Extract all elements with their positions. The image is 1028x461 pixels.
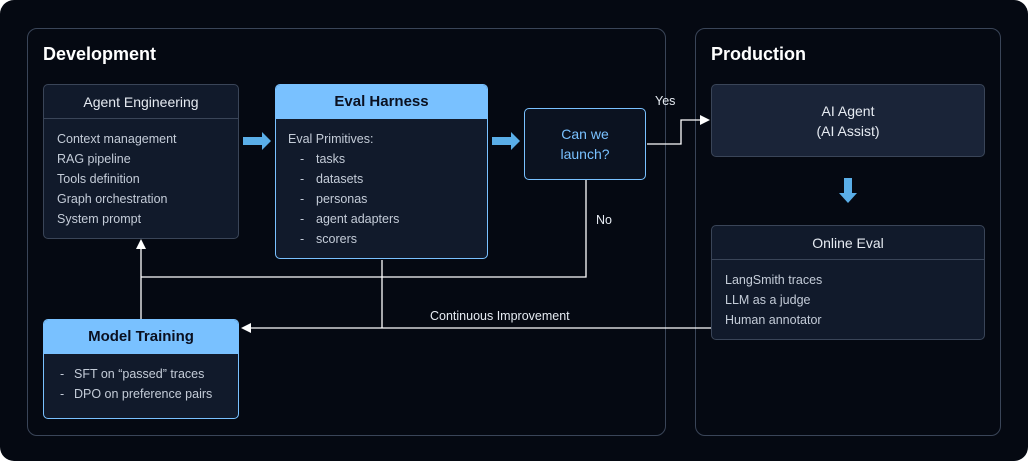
- list-item: Human annotator: [725, 313, 822, 327]
- list-marker: -: [60, 367, 65, 381]
- list-item: -SFT on “passed” traces: [58, 364, 226, 384]
- list-marker: -: [300, 192, 305, 206]
- list-marker: -: [300, 212, 305, 226]
- agent-engineering-card: Agent Engineering Context management RAG…: [43, 84, 239, 239]
- online-eval-card: Online Eval LangSmith traces LLM as a ju…: [711, 225, 985, 340]
- list-item: Tools definition: [57, 172, 140, 186]
- list-item: -DPO on preference pairs: [58, 384, 226, 404]
- list-item: RAG pipeline: [57, 152, 131, 166]
- eval-harness-card: Eval Harness Eval Primitives: -tasks -da…: [275, 84, 488, 259]
- list-item: Graph orchestration: [57, 192, 168, 206]
- list-item: -datasets: [288, 169, 475, 189]
- list-item: -agent adapters: [288, 209, 475, 229]
- list-marker: -: [300, 172, 305, 186]
- list-item: LLM as a judge: [725, 293, 811, 307]
- agent-engineering-title: Agent Engineering: [44, 85, 238, 119]
- model-training-card: Model Training -SFT on “passed” traces -…: [43, 319, 239, 419]
- list-item: System prompt: [57, 212, 142, 226]
- eval-harness-title: Eval Harness: [276, 85, 487, 119]
- list-item: -scorers: [288, 229, 475, 249]
- production-section: [695, 28, 1001, 436]
- list-marker: -: [60, 387, 65, 401]
- development-title: Development: [43, 44, 157, 64]
- list-item: -personas: [288, 189, 475, 209]
- list-item: Context management: [57, 132, 177, 146]
- online-eval-title: Online Eval: [712, 226, 984, 260]
- continuous-improvement-label: Continuous Improvement: [430, 309, 570, 323]
- list-item: LangSmith traces: [725, 273, 823, 287]
- list-marker: -: [300, 232, 305, 246]
- ai-agent-node: AI Agent (AI Assist): [711, 84, 985, 157]
- model-training-title: Model Training: [44, 320, 238, 354]
- decision-line-1: Can we: [561, 126, 609, 142]
- eval-primitives-label: Eval Primitives:: [288, 132, 374, 146]
- ai-agent-line-1: AI Agent: [821, 102, 875, 119]
- list-item: -tasks: [288, 149, 475, 169]
- development-section: [27, 28, 666, 436]
- list-marker: -: [300, 152, 305, 166]
- yes-label: Yes: [655, 94, 676, 108]
- ai-agent-line-2: (AI Assist): [816, 122, 880, 139]
- no-label: No: [596, 213, 612, 227]
- launch-decision-node: Can we launch?: [524, 108, 646, 180]
- decision-line-2: launch?: [560, 146, 610, 162]
- production-title: Production: [711, 44, 806, 64]
